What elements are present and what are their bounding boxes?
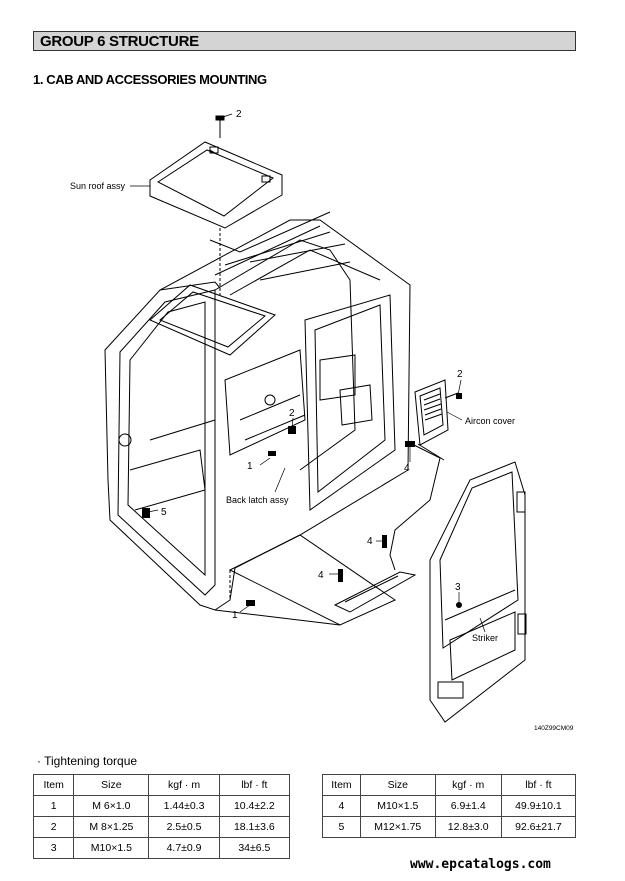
bolt-1-upper xyxy=(268,451,276,456)
aircon-cover-drawing xyxy=(414,379,459,446)
group-title: GROUP 6 STRUCTURE xyxy=(40,33,199,50)
callout-1-lower: 1 xyxy=(232,610,238,621)
bolts xyxy=(142,393,462,608)
callout-4-mid: 4 xyxy=(367,536,373,547)
cell-item: 5 xyxy=(322,816,361,838)
header-kgf: kgf · m xyxy=(434,774,502,796)
table-row: 3 M10×1.5 4.7±0.9 34±6.5 xyxy=(32,837,291,859)
callout-1-upper: 1 xyxy=(247,461,253,472)
callout-5: 5 xyxy=(161,507,167,518)
cell-lbf: 92.6±21.7 xyxy=(500,816,577,838)
cell-size: M10×1.5 xyxy=(359,795,436,817)
bolt-5 xyxy=(142,508,150,518)
table-row: 2 M 8×1.25 2.5±0.5 18.1±3.6 xyxy=(32,816,291,838)
callout-2-top: 2 xyxy=(236,109,242,120)
header-lbf: lbf · ft xyxy=(500,774,577,796)
header-kgf: kgf · m xyxy=(148,774,220,796)
cell-lbf: 18.1±3.6 xyxy=(218,816,291,838)
table-row: 4 M10×1.5 6.9±1.4 49.9±10.1 xyxy=(322,795,577,817)
bolt-1-lower xyxy=(246,600,255,606)
cell-kgf: 4.7±0.9 xyxy=(148,837,220,859)
bolt-2-mid xyxy=(288,426,296,434)
drawing-code: 140Z99CM09 xyxy=(534,725,574,732)
cell-item: 1 xyxy=(32,795,75,817)
cell-kgf: 12.8±3.0 xyxy=(434,816,502,838)
torque-title: · Tightening torque xyxy=(37,754,138,768)
step-plate-drawing xyxy=(333,571,417,613)
striker-label: Striker xyxy=(472,633,498,643)
callout-4-upper: 4 xyxy=(404,463,410,474)
bolt-4-upper xyxy=(405,441,415,447)
cell-size: M 8×1.25 xyxy=(73,816,150,838)
handrail-drawing xyxy=(389,443,445,571)
callout-2-mid: 2 xyxy=(289,408,295,419)
aircon-cover-label: Aircon cover xyxy=(465,416,515,426)
header-item: Item xyxy=(32,774,75,796)
sun-roof-assy-drawing xyxy=(149,141,283,229)
cab-mounting-diagram: Sun roof assy Aircon cover Back latch as… xyxy=(70,109,574,732)
table-header-row: Item Size kgf · m lbf · ft xyxy=(322,774,577,796)
table-header-row: Item Size kgf · m lbf · ft xyxy=(32,774,291,796)
cell-item: 4 xyxy=(322,795,361,817)
callout-2-aircon: 2 xyxy=(457,369,463,380)
bolt-3 xyxy=(456,602,462,608)
table-row: 5 M12×1.75 12.8±3.0 92.6±21.7 xyxy=(322,816,577,838)
door-drawing xyxy=(429,461,527,723)
torque-table-left: Item Size kgf · m lbf · ft 1 M 6×1.0 1.4… xyxy=(32,774,291,859)
sun-roof-label: Sun roof assy xyxy=(70,181,126,191)
bolt-4-mid xyxy=(382,535,387,548)
cell-lbf: 34±6.5 xyxy=(218,837,291,859)
cell-kgf: 6.9±1.4 xyxy=(434,795,502,817)
section-title: 1. CAB AND ACCESSORIES MOUNTING xyxy=(33,72,267,87)
cell-kgf: 1.44±0.3 xyxy=(148,795,220,817)
cell-kgf: 2.5±0.5 xyxy=(148,816,220,838)
group-title-bar: GROUP 6 STRUCTURE xyxy=(33,31,576,51)
cell-size: M10×1.5 xyxy=(73,837,150,859)
cell-size: M 6×1.0 xyxy=(73,795,150,817)
bolt-4-lower xyxy=(338,569,343,582)
bolt-2-aircon xyxy=(456,393,462,399)
header-item: Item xyxy=(322,774,361,796)
torque-table-right: Item Size kgf · m lbf · ft 4 M10×1.5 6.9… xyxy=(322,774,577,838)
table-row: 1 M 6×1.0 1.44±0.3 10.4±2.2 xyxy=(32,795,291,817)
cell-lbf: 49.9±10.1 xyxy=(500,795,577,817)
bolt-top-drawing xyxy=(215,115,225,295)
cell-size: M12×1.75 xyxy=(359,816,436,838)
cell-lbf: 10.4±2.2 xyxy=(218,795,291,817)
cell-item: 3 xyxy=(32,837,75,859)
cell-item: 2 xyxy=(32,816,75,838)
back-latch-label: Back latch assy xyxy=(226,495,289,505)
header-size: Size xyxy=(359,774,436,796)
watermark-link[interactable]: www.epcatalogs.com xyxy=(410,857,551,872)
leader-lines xyxy=(130,113,486,633)
cab-frame-drawing xyxy=(104,211,411,626)
header-lbf: lbf · ft xyxy=(218,774,291,796)
callout-4-lower: 4 xyxy=(318,570,324,581)
callout-3: 3 xyxy=(455,582,461,593)
header-size: Size xyxy=(73,774,150,796)
